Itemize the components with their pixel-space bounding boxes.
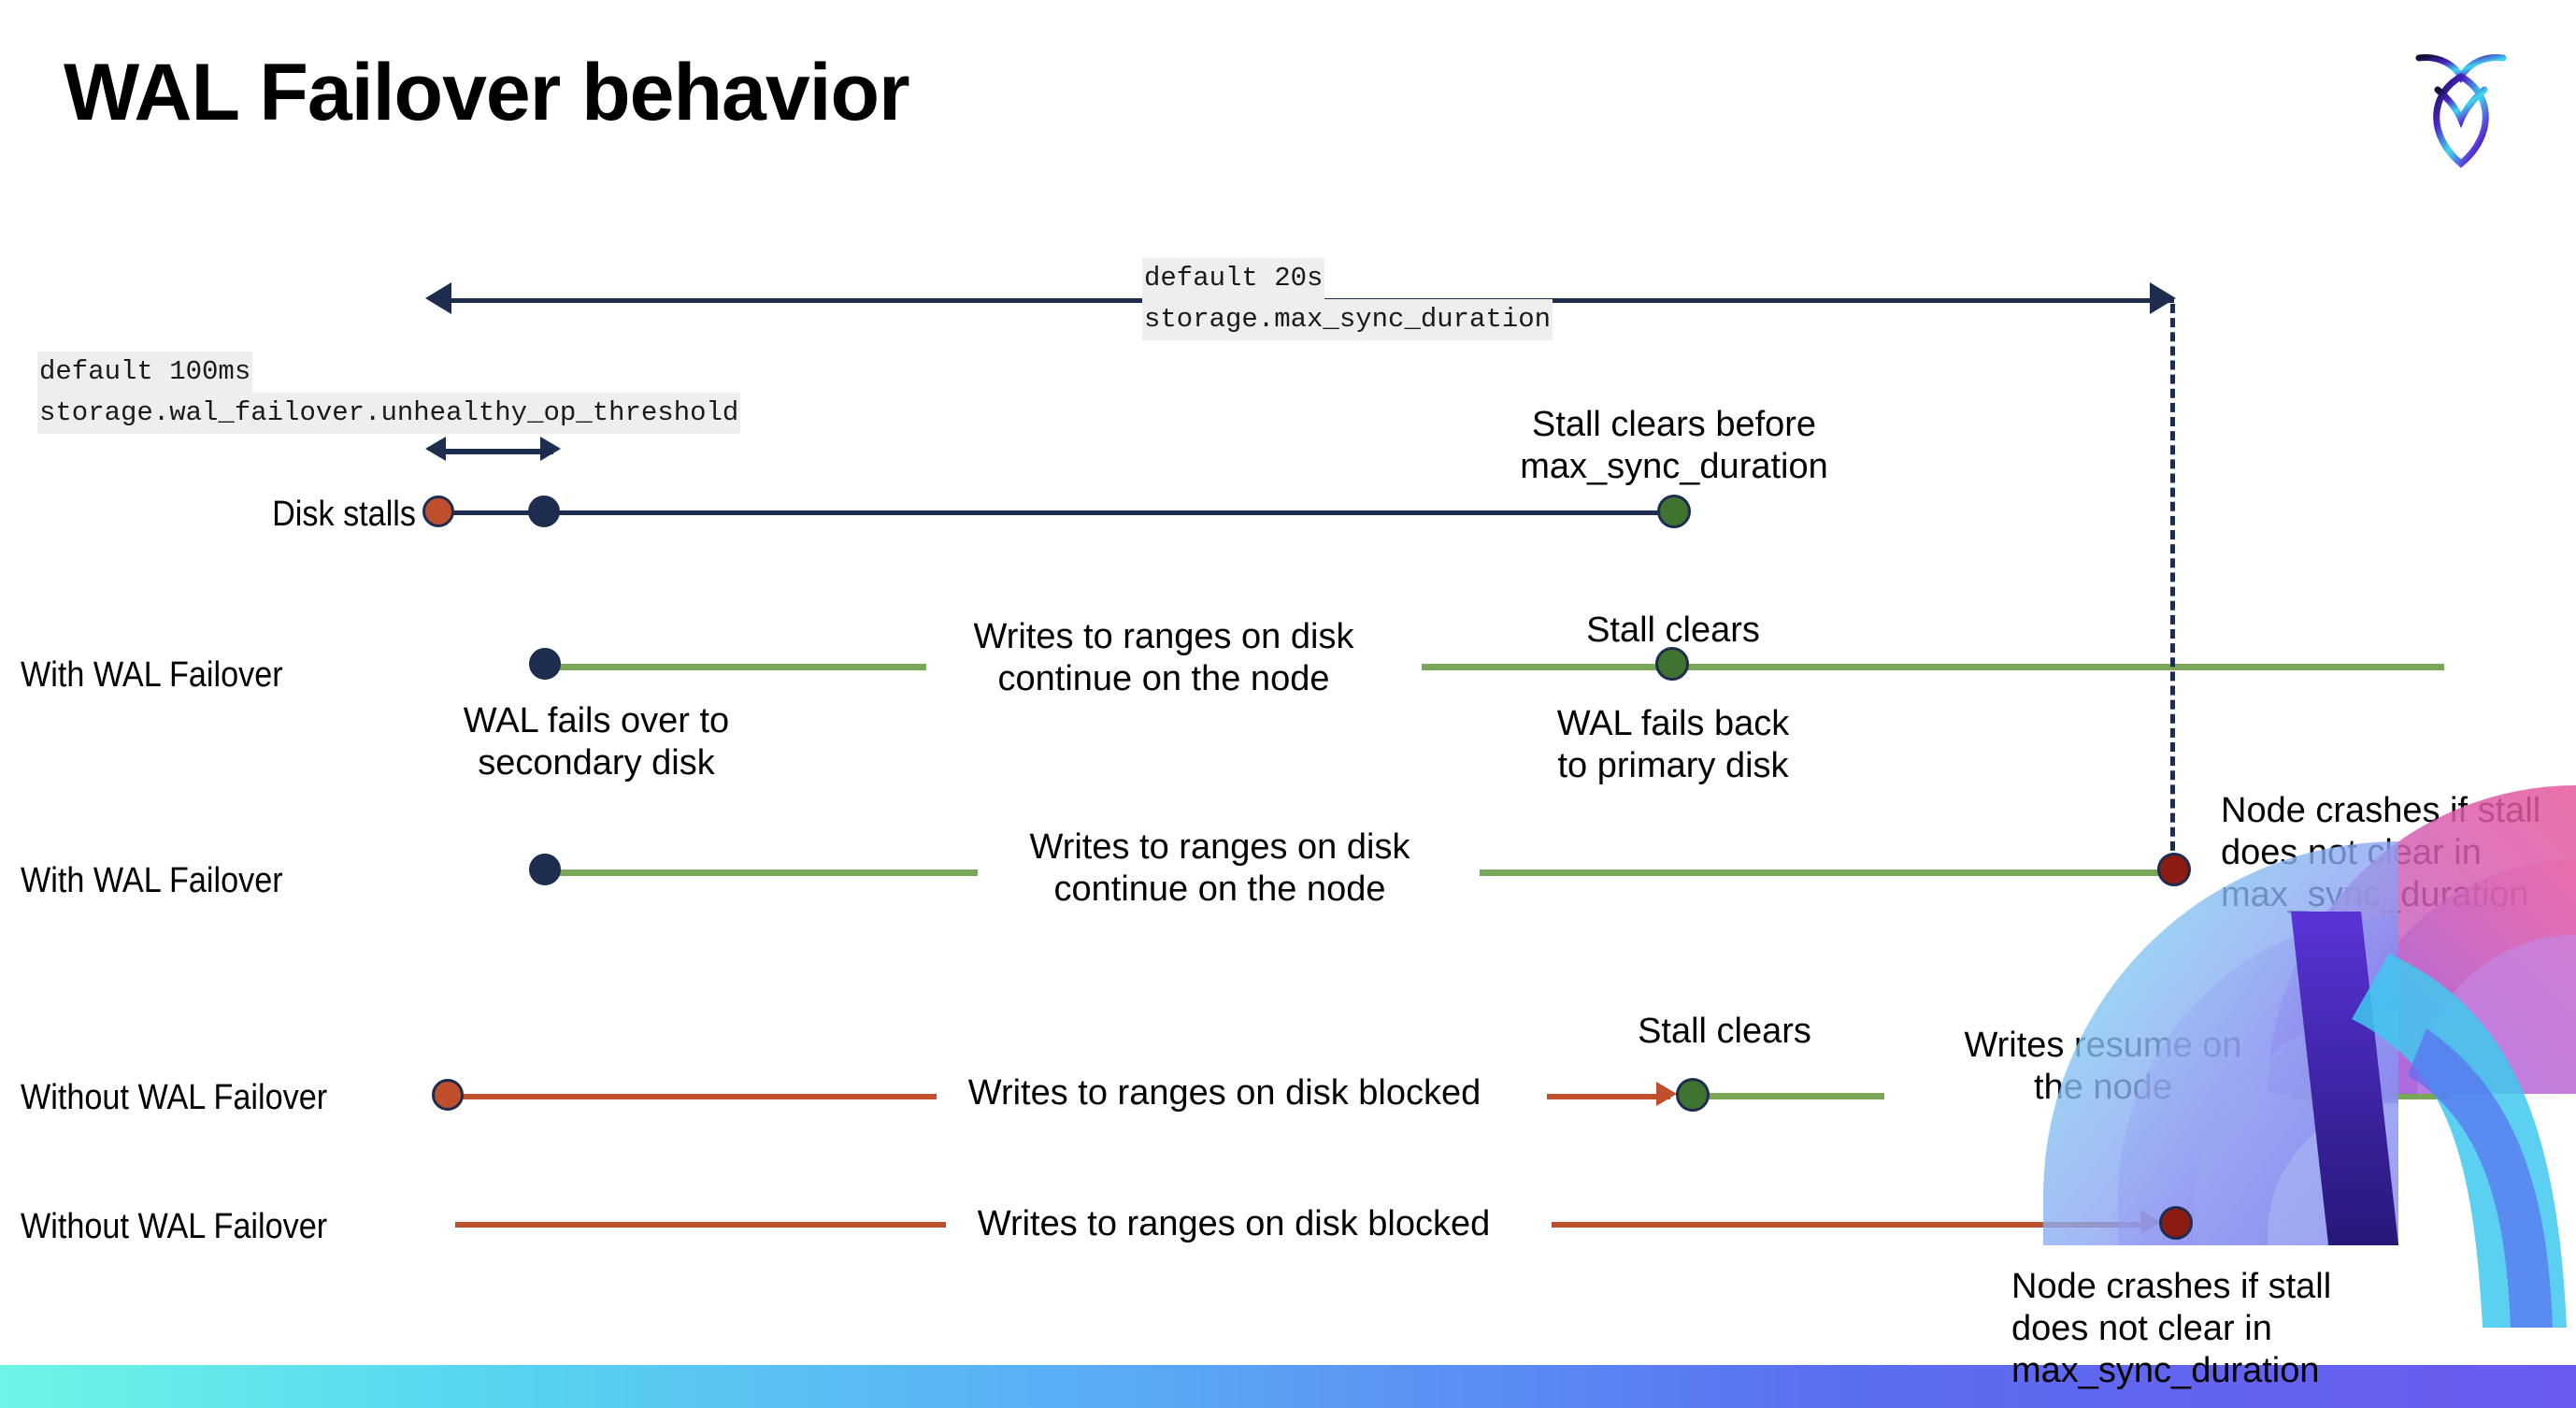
note-stall-clears-1: Stall clears [1586,611,1760,650]
with-failover-1-segment-b [1422,664,2444,670]
without-failover-1-blocked-line [455,1094,937,1099]
note-writes-continue-2: Writes to ranges on disk continue on the… [1029,827,1410,909]
row-label-disk-stalls: Disk stalls [272,495,416,534]
without-failover-2-crash-dot [2159,1206,2193,1240]
disk-stall-clear-dot [1657,495,1691,528]
note-writes-blocked-1: Writes to ranges on disk blocked [967,1073,1481,1113]
without-failover-1-start-dot [432,1079,464,1111]
unhealthy-arrow-right-head [540,437,561,461]
note-node-crashes-1: Node crashes if stall does not clear in … [2221,791,2541,914]
max-sync-default-label: default 20s [1142,258,1325,300]
note-writes-blocked-2: Writes to ranges on disk blocked [977,1204,1491,1243]
with-failover-2-segment-b [1480,869,2174,876]
without-failover-1-resume-line-2 [2292,1093,2451,1099]
note-stall-clears-2: Stall clears [1638,1012,1811,1051]
cockroachdb-logo-icon [2382,30,2540,180]
page-title: WAL Failover behavior [64,48,910,137]
with-failover-2-segment-a [538,869,978,876]
row-label-without-wal-failover-1: Without WAL Failover [21,1078,328,1117]
unhealthy-op-threshold-callout: default 100ms storage.wal_failover.unhea… [37,352,741,435]
unhealthy-arrow-left-head [425,437,446,461]
without-failover-2-arrow-head [2140,1210,2161,1234]
max-sync-duration-callout: default 20s storage.max_sync_duration [1142,258,1553,341]
note-wal-fails-over: WAL fails over to secondary disk [463,701,730,783]
note-stall-clears-before: Stall clears before max_sync_duration [1520,405,1828,486]
without-failover-2-blocked-line [455,1222,946,1228]
row-label-with-wal-failover-1: With WAL Failover [21,655,283,695]
with-failover-1-segment-a [538,664,926,670]
unhealthy-span-line [443,449,553,454]
note-writes-continue-1: Writes to ranges on disk continue on the… [973,617,1354,698]
without-failover-2-blocked-line-2 [1552,1222,2153,1228]
disk-stalls-timeline [439,510,1675,515]
note-node-crashes-2: Node crashes if stall does not clear in … [2011,1267,2332,1390]
with-failover-1-clear-dot [1655,647,1689,681]
decorative-fan-graphic [1866,673,2576,1328]
max-sync-arrow-left-head [425,282,451,314]
row-label-with-wal-failover-2: With WAL Failover [21,861,283,900]
without-failover-1-clear-dot [1676,1078,1710,1112]
disk-stall-start-dot [422,496,454,527]
without-failover-1-arrow-head [1656,1082,1677,1106]
disk-stall-failover-dot [528,496,560,527]
max-sync-setting-name: storage.max_sync_duration [1142,299,1553,341]
unhealthy-default-label: default 100ms [37,352,253,394]
with-failover-2-start-dot [529,854,561,885]
note-wal-fails-back: WAL fails back to primary disk [1556,704,1790,785]
with-failover-1-start-dot [529,648,561,680]
with-failover-2-crash-dot [2157,853,2191,886]
max-sync-deadline-dashed-line [2170,304,2175,865]
row-label-without-wal-failover-2: Without WAL Failover [21,1207,328,1246]
without-failover-1-resume-line [1697,1093,1884,1099]
without-failover-1-blocked-line-2 [1547,1094,1670,1099]
unhealthy-setting-name: storage.wal_failover.unhealthy_op_thresh… [37,393,741,435]
bottom-gradient-bar [0,1365,2576,1408]
note-writes-resume: Writes resume on the node [1964,1026,2242,1107]
